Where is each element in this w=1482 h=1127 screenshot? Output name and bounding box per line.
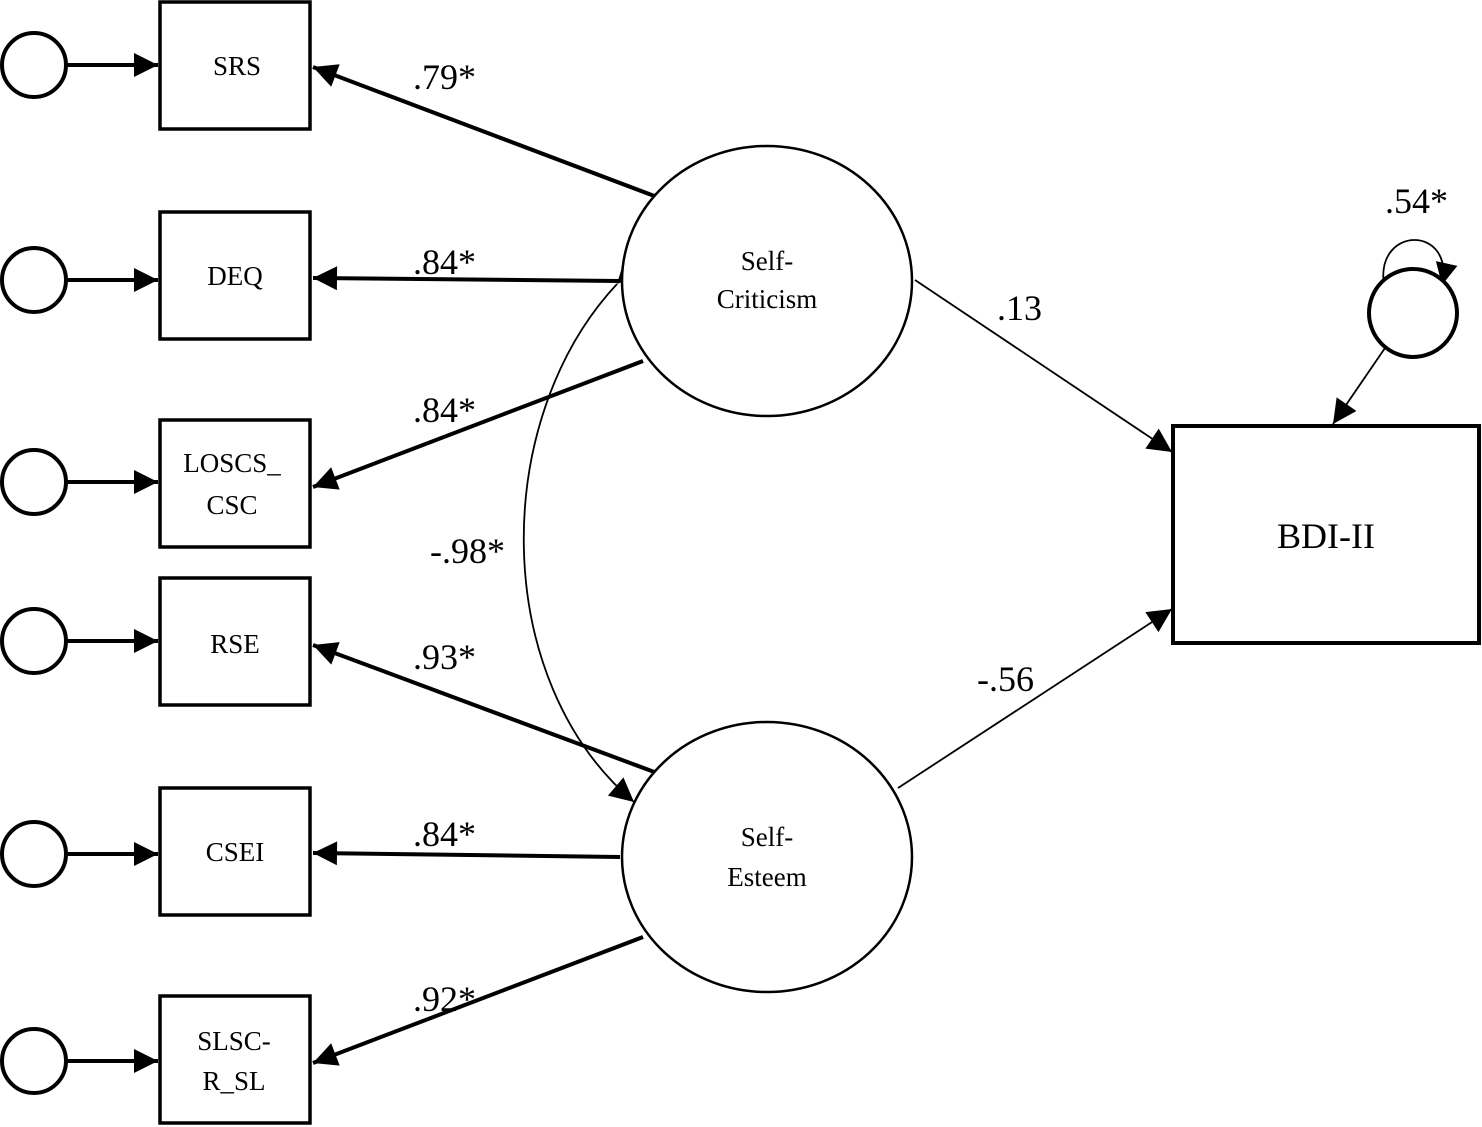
- loading-arrow-rse: [312, 642, 658, 775]
- indicator-deq: DEQ: [158, 210, 312, 341]
- indicator-label-slsc-line1: SLSC-: [197, 1026, 271, 1056]
- latent-label-self-criticism-line2: Criticism: [717, 284, 818, 314]
- indicator-csei: CSEI: [158, 786, 312, 917]
- indicator-label-loscs-line1: LOSCS_: [183, 448, 281, 478]
- indicator-label-rse: RSE: [210, 629, 260, 659]
- coef-bdi-residual-variance: .54*: [1385, 181, 1448, 221]
- coef-self-criticism-to-bdi: .13: [997, 288, 1042, 328]
- loading-arrows-self-esteem: [312, 642, 658, 1066]
- coef-rse-loading: .93*: [413, 637, 476, 677]
- coef-loscs-loading: .84*: [413, 390, 476, 430]
- loading-arrow-srs: [312, 64, 658, 199]
- loading-arrows-self-criticism: [312, 64, 658, 490]
- loading-arrow-csei: [312, 841, 621, 866]
- path-self-esteem-to-bdi: [897, 608, 1173, 789]
- latent-label-self-criticism-line1: Self-: [741, 246, 793, 276]
- loading-arrow-loscs: [312, 359, 644, 490]
- coef-srs-loading: .79*: [413, 57, 476, 97]
- latent-correlation-curve: [522, 258, 643, 803]
- indicator-label-csei: CSEI: [206, 837, 265, 867]
- coef-slsc-loading: .92*: [413, 979, 476, 1019]
- indicator-srs: SRS: [158, 0, 312, 131]
- coef-deq-loading: .84*: [413, 242, 476, 282]
- error-terms: [0, 31, 68, 1095]
- error-term-csei: [0, 820, 68, 888]
- error-term-srs: [0, 31, 68, 99]
- indicator-loscs: LOSCS_ CSC: [158, 418, 312, 549]
- coef-csei-loading: .84*: [413, 814, 476, 854]
- loading-arrow-deq: [312, 266, 621, 291]
- coefficient-labels: .79* .84* .84* -.98* .93* .84* .92* .13 …: [413, 57, 1448, 1019]
- residual-arrow-bdi: [1332, 347, 1386, 425]
- latent-label-self-esteem-line2: Esteem: [727, 862, 806, 892]
- indicator-label-slsc-line2: R_SL: [202, 1066, 265, 1096]
- latent-self-criticism: Self- Criticism: [620, 144, 914, 418]
- indicator-label-loscs-line2: CSC: [206, 490, 257, 520]
- latent-label-self-esteem-line1: Self-: [741, 822, 793, 852]
- error-term-loscs: [0, 448, 68, 516]
- indicator-label-deq: DEQ: [207, 261, 263, 291]
- indicator-slsc: SLSC- R_SL: [158, 994, 312, 1125]
- error-term-bdi: [1367, 267, 1459, 359]
- outcome-label-bdi: BDI-II: [1277, 516, 1375, 556]
- indicator-rse: RSE: [158, 576, 312, 707]
- error-term-deq: [0, 246, 68, 314]
- coef-self-esteem-to-bdi: -.56: [977, 659, 1034, 699]
- path-self-criticism-to-bdi: [914, 279, 1173, 453]
- loading-arrow-slsc: [312, 935, 644, 1066]
- error-arrows: [66, 53, 158, 1073]
- outcome-bdi: BDI-II: [1171, 424, 1481, 645]
- bdi-residual: [1332, 239, 1459, 425]
- error-term-slsc: [0, 1027, 68, 1095]
- residual-variance-loop: [1376, 239, 1458, 309]
- coef-latent-correlation: -.98*: [430, 531, 505, 571]
- error-term-rse: [0, 607, 68, 675]
- indicator-label-srs: SRS: [213, 51, 261, 81]
- latent-self-esteem: Self- Esteem: [620, 720, 914, 994]
